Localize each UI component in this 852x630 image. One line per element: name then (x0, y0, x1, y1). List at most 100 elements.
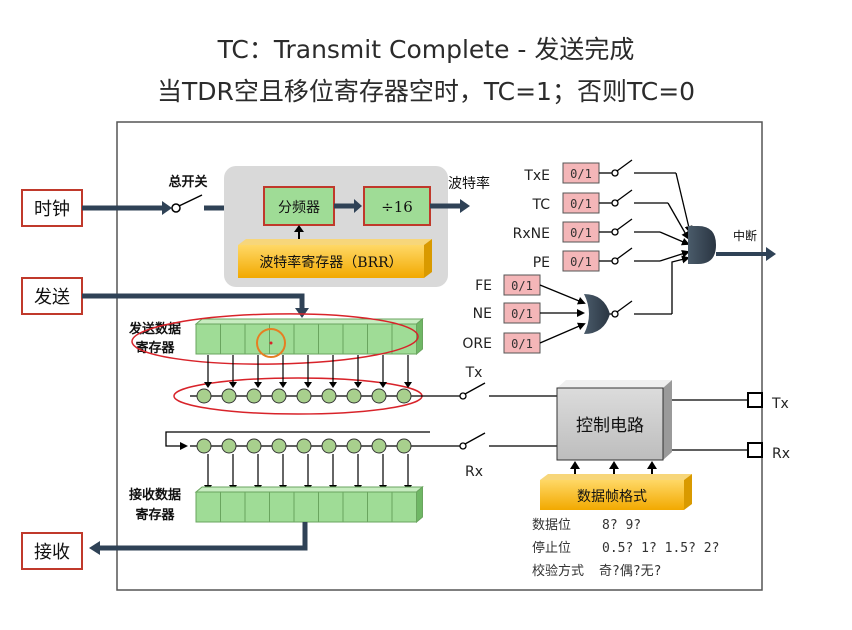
rxShift-bit (371, 438, 387, 454)
rx-switch-pivot (459, 442, 467, 450)
svg-text:0/1: 0/1 (570, 197, 592, 211)
div16-box: ÷16 (363, 186, 431, 226)
svg-text:0/1: 0/1 (570, 167, 592, 181)
svg-text:RxNE: RxNE (513, 226, 550, 242)
error-wires (539, 255, 690, 344)
rxShift-bit (196, 438, 212, 454)
txShift-bit (321, 388, 337, 404)
send-line (82, 293, 305, 310)
svg-text:校验方式: 校验方式 (532, 563, 584, 579)
flag-switches (599, 159, 693, 265)
rxShift-bit (296, 438, 312, 454)
frame-format-register: 数据帧格式 (540, 474, 692, 510)
svg-text:时钟: 时钟 (34, 199, 70, 220)
svg-text:分频器: 分频器 (278, 200, 320, 216)
svg-text:FE: FE (475, 278, 492, 294)
rxShift-bit (346, 438, 362, 454)
svg-text:接收: 接收 (34, 542, 70, 563)
rdr-bit (342, 491, 368, 523)
svg-text:0/1: 0/1 (570, 226, 592, 240)
tx-switch-pivot (459, 392, 467, 400)
rx-switch-label: Rx (465, 464, 483, 480)
flag-ne: NE 0/1 (473, 302, 541, 324)
rx-pin-label: Rx (772, 446, 790, 462)
svg-text:0/1: 0/1 (511, 307, 533, 321)
rdr-bit (293, 491, 319, 523)
flag-ore: ORE 0/1 (462, 332, 541, 354)
divider-box: 分频器 (263, 186, 335, 226)
rdr-bit (220, 491, 246, 523)
rdr-bit (244, 491, 270, 523)
error-or-gate (584, 294, 610, 334)
tdr-bit (342, 323, 368, 355)
tdr-bit (367, 323, 393, 355)
tdr-bit (318, 323, 344, 355)
rdr-bit (367, 491, 393, 523)
flag-fe: FE 0/1 (475, 274, 541, 296)
flag-pe: PE 0/1 (533, 250, 600, 272)
svg-text:0/1: 0/1 (511, 279, 533, 293)
txShift-bit (271, 388, 287, 404)
rdr-label-line1: 接收数据 (129, 487, 181, 503)
rdr-bit (195, 491, 221, 523)
rdr-label-line2: 寄存器 (135, 507, 175, 523)
svg-text:TxE: TxE (523, 168, 550, 184)
svg-text:数据帧格式: 数据帧格式 (577, 489, 647, 505)
interrupt-label: 中断 (733, 228, 757, 243)
baud-label: 波特率 (448, 175, 490, 192)
master-switch-blade (178, 194, 203, 207)
svg-text:控制电路: 控制电路 (576, 416, 644, 436)
rdr-register (194, 485, 424, 524)
txShift-bit (296, 388, 312, 404)
svg-text:÷16: ÷16 (381, 198, 413, 216)
txShift-bit (346, 388, 362, 404)
baud-output-arrow (460, 199, 470, 213)
frame-format-list: 数据位 8? 9? 停止位 0.5? 1? 1.5? 2? 校验方式 奇?偶?无… (532, 518, 719, 579)
rx-pin (747, 442, 763, 458)
master-switch-label: 总开关 (168, 174, 207, 190)
control-circuit: 控制电路 (556, 380, 672, 461)
svg-text:8? 9?: 8? 9? (602, 518, 641, 533)
svg-text:NE: NE (473, 306, 492, 322)
flag-tc: TC 0/1 (531, 192, 600, 214)
txShift-bit (246, 388, 262, 404)
send-box: 发送 (21, 277, 83, 315)
cursor-highlight (256, 328, 286, 358)
svg-text:PE: PE (533, 255, 550, 271)
txShift-bit (221, 388, 237, 404)
svg-text:奇?偶?无?: 奇?偶?无? (599, 563, 661, 579)
rdr-bit (391, 491, 417, 523)
svg-text:TC: TC (531, 197, 550, 213)
tdr-bit (220, 323, 246, 355)
rxShift-bit (321, 438, 337, 454)
brr-register: 波特率寄存器（BRR） (238, 239, 432, 278)
tdr-bit (293, 323, 319, 355)
tx-pin (747, 392, 763, 408)
page-subtitle: 当TDR空且移位寄存器空时，TC=1；否则TC=0 (156, 77, 696, 106)
svg-text:0/1: 0/1 (511, 337, 533, 351)
master-switch-pivot (171, 203, 181, 213)
tdr-bit (195, 323, 221, 355)
rxShift-bit (246, 438, 262, 454)
tdr-bit (391, 323, 417, 355)
tdr-register (194, 317, 424, 356)
flag-txe: TxE 0/1 (523, 162, 600, 184)
tdr-annotation-circle (131, 313, 419, 365)
interrupt-or-gate (688, 226, 716, 264)
txShift-bit (196, 388, 212, 404)
rxShift-bit (396, 438, 412, 454)
svg-text:0/1: 0/1 (570, 255, 592, 269)
tdr-label-line2: 寄存器 (135, 340, 175, 356)
txShift-bit (396, 388, 412, 404)
rdr-bit (318, 491, 344, 523)
rxShift-bit (271, 438, 287, 454)
svg-text:波特率寄存器（BRR）: 波特率寄存器（BRR） (259, 254, 402, 271)
tx-pin-label: Tx (771, 396, 789, 412)
svg-text:停止位: 停止位 (532, 540, 571, 556)
clock-box: 时钟 (21, 189, 83, 227)
txShift-bit (371, 388, 387, 404)
svg-text:ORE: ORE (462, 336, 492, 352)
svg-text:数据位: 数据位 (532, 518, 571, 533)
rdr-bit (269, 491, 295, 523)
